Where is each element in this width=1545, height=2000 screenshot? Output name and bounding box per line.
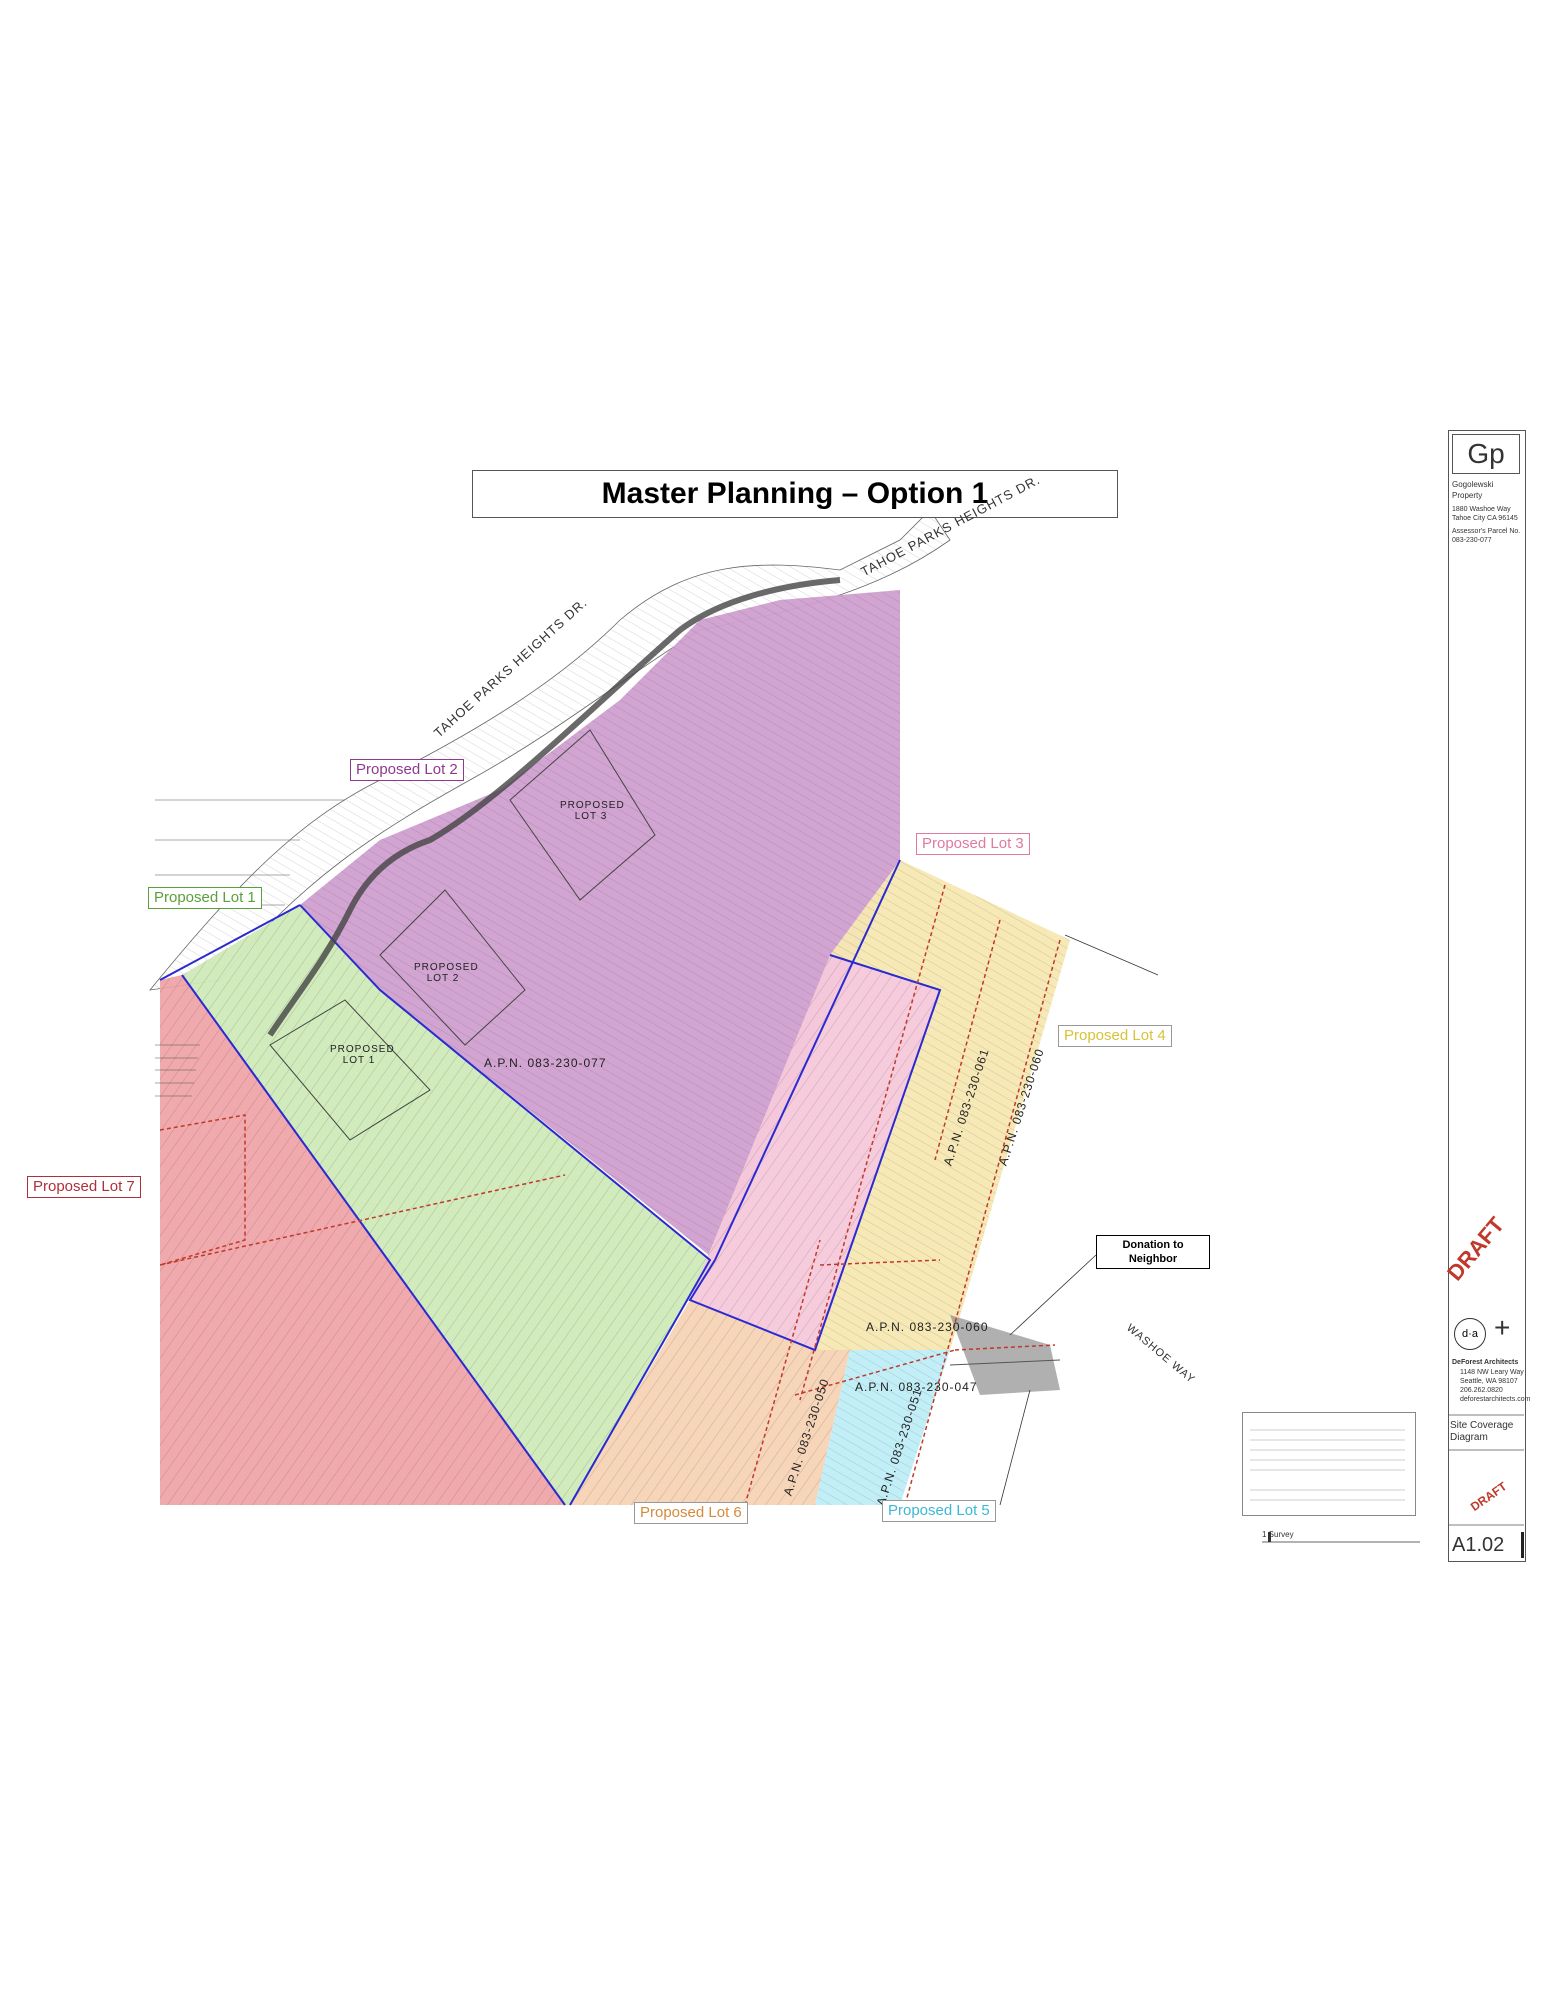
project-logo: Gp (1452, 434, 1520, 474)
donation-callout: Donation to Neighbor (1096, 1235, 1210, 1269)
lot4-contours (815, 860, 1070, 1350)
lot2-label: Proposed Lot 2 (350, 759, 464, 781)
footprint-label-lot1: PROPOSED LOT 1 (330, 1044, 395, 1066)
project-name-2: Property (1452, 491, 1483, 500)
lot3-label: Proposed Lot 3 (916, 833, 1030, 855)
lot3-contours (690, 955, 940, 1350)
lot1-label: Proposed Lot 1 (148, 887, 262, 909)
project-address-1: 1880 Washoe Way (1452, 506, 1511, 513)
firm-website: deforestarchitects.com (1460, 1396, 1531, 1403)
lot4-label: Proposed Lot 4 (1058, 1025, 1172, 1047)
footprint-label-lot3: PROPOSED LOT 3 (560, 800, 625, 822)
lot1-contours (182, 905, 710, 1505)
extension-line (1064, 934, 1159, 976)
project-name-1: Gogolewski (1452, 480, 1494, 489)
lot5-leader (999, 1389, 1031, 1506)
building-footprints (269, 729, 656, 1141)
firm-address-1: 1148 NW Leary Way (1460, 1369, 1524, 1376)
parcel-lines (159, 884, 1061, 1506)
driveway (267, 577, 841, 1037)
coverage-table (1242, 1412, 1416, 1516)
sheet-number: A1.02 (1452, 1534, 1505, 1556)
sheet-title-1: Site Coverage (1450, 1420, 1514, 1431)
survey-note: 1 Survey (1262, 1530, 1294, 1539)
washoe-road (949, 1359, 1061, 1366)
firm-address-2: Seattle, WA 98107 (1460, 1378, 1518, 1385)
donation-area (950, 1315, 1060, 1395)
project-address-2: Tahoe City CA 96145 (1452, 515, 1518, 522)
sheet-edge-bar (1521, 1532, 1524, 1558)
firm-phone: 206.262.0820 (1460, 1387, 1503, 1394)
plus-icon: + (1494, 1312, 1511, 1343)
lot6-contours (570, 1300, 850, 1505)
sheet-title-2: Diagram (1450, 1432, 1488, 1443)
lot5-label: Proposed Lot 5 (882, 1500, 996, 1522)
lot-boundaries (159, 859, 942, 1506)
donation-leader (1009, 1254, 1097, 1336)
lot6-label: Proposed Lot 6 (634, 1502, 748, 1524)
coverage-table-lines (1250, 1429, 1405, 1501)
lot7-contours (160, 975, 565, 1505)
parcel-number: 083-230-077 (1452, 537, 1492, 544)
apn-label-047: A.P.N. 083-230-047 (855, 1380, 978, 1394)
parcel-label: Assessor's Parcel No. (1452, 528, 1521, 535)
scale-bar-tick (1268, 1532, 1271, 1542)
lot5-contours (815, 1350, 950, 1505)
lot7-label: Proposed Lot 7 (27, 1176, 141, 1198)
apn-label-060-h: A.P.N. 083-230-060 (866, 1320, 989, 1334)
footprint-label-lot2: PROPOSED LOT 2 (414, 962, 479, 984)
apn-label-077: A.P.N. 083-230-077 (484, 1056, 607, 1070)
annotation-leaders (155, 799, 345, 1097)
firm-logo: d·a (1454, 1318, 1486, 1350)
firm-name: DeForest Architects (1452, 1359, 1519, 1366)
title-block (1448, 430, 1526, 1562)
page-title: Master Planning – Option 1 (472, 470, 1118, 518)
lot2-contours (300, 590, 900, 1260)
title-block-dividers (1448, 1414, 1524, 1526)
